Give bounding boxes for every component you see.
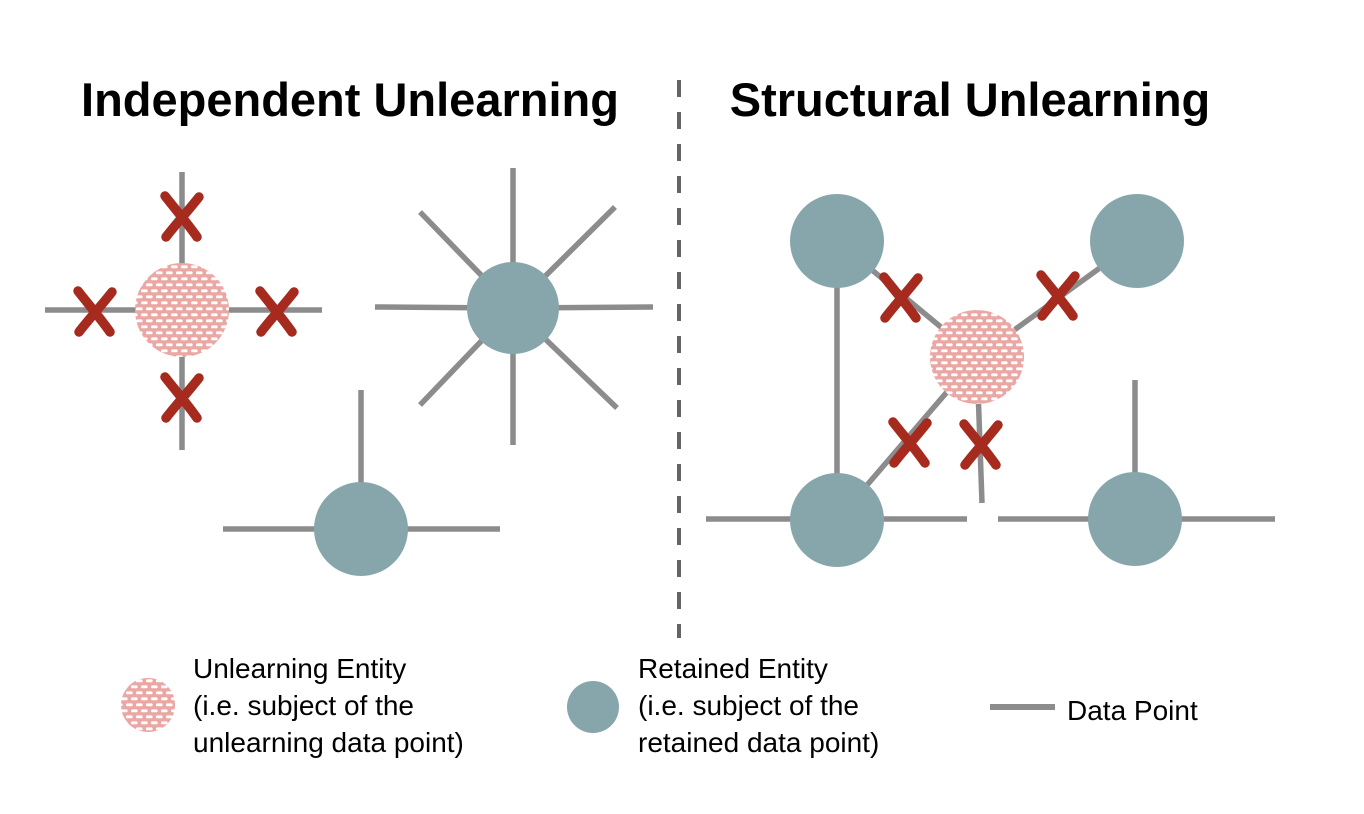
legend-unlearning-swatch [121, 678, 175, 732]
legend-retained-line2: (i.e. subject of the [638, 690, 860, 721]
legend-unlearning-line2: (i.e. subject of the [193, 690, 415, 721]
right-retained-node-topleft [790, 194, 884, 288]
unlearned-cross-icon [879, 272, 923, 323]
legend-unlearning-line1: Unlearning Entity [193, 653, 407, 684]
legend-unlearning-line3: unlearning data point) [193, 727, 464, 758]
legend-retained-label: Retained Entity (i.e. subject of the ret… [638, 650, 879, 761]
right-panel-title: Structural Unlearning [729, 73, 1211, 126]
unlearned-cross-icon [73, 286, 117, 337]
left-panel-title: Independent Unlearning [81, 73, 619, 126]
unlearned-cross-icon [255, 286, 299, 337]
legend-data-point-label: Data Point [1067, 695, 1198, 726]
legend-retained-swatch [567, 681, 619, 733]
unlearned-cross-icon [888, 417, 932, 468]
right-retained-node-bottomright [1088, 472, 1182, 566]
legend-unlearning-label: Unlearning Entity (i.e. subject of the u… [193, 650, 464, 761]
legend-retained-line3: retained data point) [638, 727, 880, 758]
right-unlearning-node-center [930, 310, 1024, 404]
unlearned-cross-icon [959, 419, 1003, 470]
left-retained-node-bottom [314, 482, 408, 576]
unlearned-cross-icon [160, 191, 204, 242]
legend-retained-line1: Retained Entity [638, 653, 828, 684]
left-unlearning-node [135, 263, 229, 357]
left-retained-node-star [467, 262, 559, 354]
right-retained-node-topright [1090, 194, 1184, 288]
unlearned-cross-icon [1036, 270, 1080, 321]
right-retained-node-bottomleft [790, 473, 884, 567]
unlearned-cross-icon [160, 372, 204, 423]
